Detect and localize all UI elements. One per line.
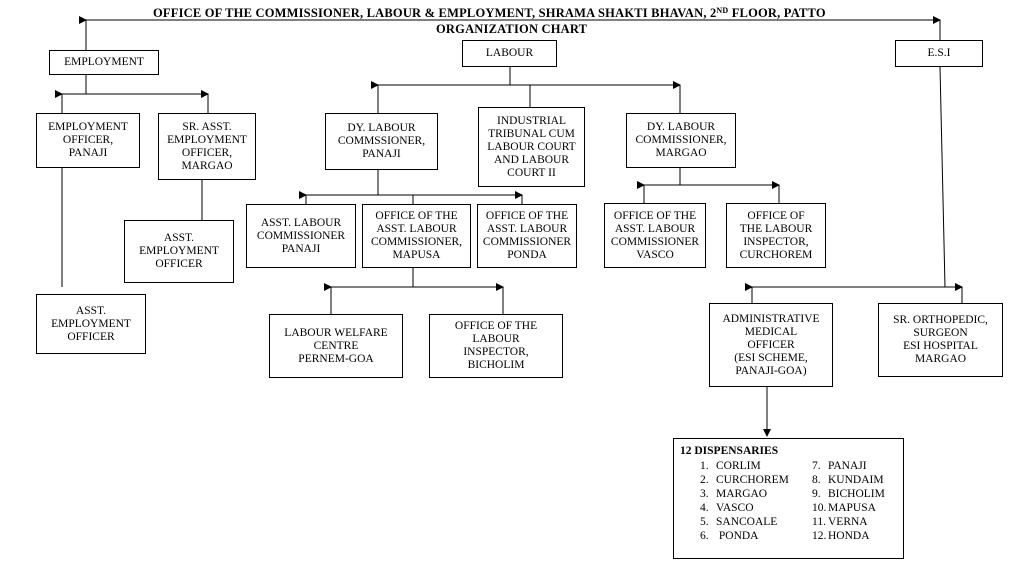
dispensary-name: SANCOALE [716,516,778,528]
dispensary-name: MAPUSA [828,502,876,514]
dispensary-item: 8. KUNDAIM [812,473,885,487]
node-sr-orthopedic-surgeon: SR. ORTHOPEDIC, SURGEON ESI HOSPITAL MAR… [878,303,1003,377]
dispensary-item: 4. VASCO [700,501,789,515]
dispensary-item: 1. CORLIM [700,459,789,473]
node-industrial-tribunal: INDUSTRIAL TRIBUNAL CUM LABOUR COURT AND… [478,107,585,187]
dispensary-name: CORLIM [716,460,761,472]
node-administrative-medical-officer: ADMINISTRATIVE MEDICAL OFFICER (ESI SCHE… [709,303,833,387]
node-asst-labour-commissioner-mapusa: OFFICE OF THE ASST. LABOUR COMMISSIONER,… [362,204,471,268]
dispensary-number: 8. [812,474,821,486]
dispensary-item: 12.HONDA [812,529,885,543]
dispensary-item: 11.VERNA [812,515,885,529]
dispensary-item: 9. BICHOLIM [812,487,885,501]
dispensary-item: 6. PONDA [700,529,789,543]
node-asst-labour-commissioner-panaji: ASST. LABOUR COMMISSIONER PANAJI [246,204,356,268]
dispensary-number: 4. [700,502,709,514]
node-dy-labour-commissioner-panaji: DY. LABOUR COMMSSIONER, PANAJI [325,113,438,170]
chart-subtitle: ORGANIZATION CHART [436,22,588,36]
dispensary-number: 1. [700,460,709,472]
dispensary-number: 9. [812,488,821,500]
dispensaries-left-column: 1. CORLIM 2. CURCHOREM 3. MARGAO 4. VASCO 5. SANC… [700,459,789,543]
node-employment: EMPLOYMENT [49,50,159,75]
dispensary-number: 2. [700,474,709,486]
dispensary-item: 2. CURCHOREM [700,473,789,487]
dispensary-item: 3. MARGAO [700,487,789,501]
node-dispensaries: 12 DISPENSARIES 1. CORLIM 2. CURCHOREM 3. MAR… [673,438,904,559]
node-labour: LABOUR [462,40,557,67]
dispensary-name: PANAJI [828,460,867,472]
dispensary-item: 5. SANCOALE [700,515,789,529]
node-labour-welfare-centre: LABOUR WELFARE CENTRE PERNEM-GOA [269,314,403,378]
dispensaries-title: 12 DISPENSARIES [680,445,779,457]
node-dy-labour-commissioner-margao: DY. LABOUR COMMISSIONER, MARGAO [626,113,736,168]
node-esi: E.S.I [895,40,983,67]
dispensary-number: 10. [812,502,827,514]
dispensary-number: 6. [700,530,709,542]
dispensary-name: VERNA [828,516,868,528]
dispensary-number: 11. [812,516,826,528]
chart-title: OFFICE OF THE COMMISSIONER, LABOUR & EMP… [153,6,826,20]
node-employment-officer-panaji: EMPLOYMENT OFFICER, PANAJI [36,113,140,168]
dispensary-name: VASCO [716,502,754,514]
dispensary-name: PONDA [716,530,759,542]
node-asst-labour-commissioner-vasco: OFFICE OF THE ASST. LABOUR COMMISSIONER … [604,203,706,268]
dispensary-item: 7. PANAJI [812,459,885,473]
node-asst-employment-officer-1: ASST. EMPLOYMENT OFFICER [124,220,234,283]
dispensary-name: HONDA [828,530,870,542]
node-sr-asst-employment-officer-margao: SR. ASST. EMPLOYMENT OFFICER, MARGAO [158,113,256,180]
dispensary-number: 12. [812,530,827,542]
node-labour-inspector-curchorem: OFFICE OF THE LABOUR INSPECTOR, CURCHORE… [726,203,826,268]
dispensary-number: 5. [700,516,709,528]
dispensary-item: 10.MAPUSA [812,501,885,515]
dispensary-number: 3. [700,488,709,500]
connector [939,66,946,288]
dispensary-name: KUNDAIM [828,474,884,486]
dispensary-name: BICHOLIM [828,488,885,500]
node-asst-employment-officer-2: ASST. EMPLOYMENT OFFICER [36,294,146,354]
dispensary-number: 7. [812,460,821,472]
node-labour-inspector-bicholim: OFFICE OF THE LABOUR INSPECTOR, BICHOLIM [429,314,563,378]
dispensary-name: MARGAO [716,488,768,500]
node-asst-labour-commissioner-ponda: OFFICE OF THE ASST. LABOUR COMMISSIONER … [477,204,577,268]
dispensary-name: CURCHOREM [716,474,789,486]
